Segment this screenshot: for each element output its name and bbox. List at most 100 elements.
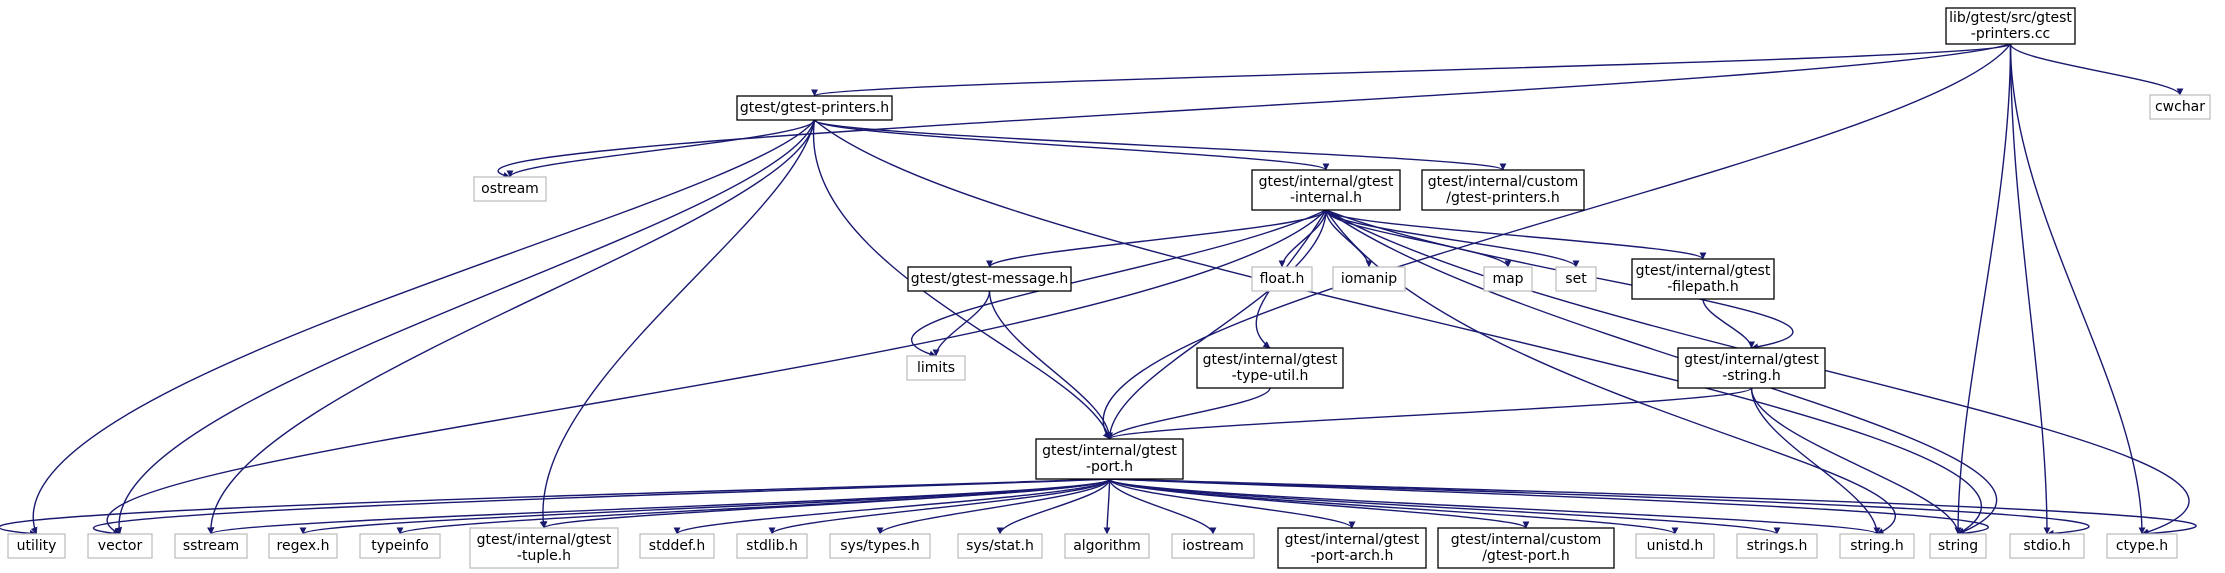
edge-internal_h-to-filepath_h [1325,209,1707,260]
node-label: stddef.h [649,538,705,554]
node-box [1437,527,1615,569]
node-root[interactable]: lib/gtest/src/gtest-printers.cc [1945,7,2076,45]
edge-root-to-port_h [1102,43,2012,440]
edge-root-to-ostream [497,43,2011,179]
node-box [639,533,715,559]
node-internal_h[interactable]: gtest/internal/gtest-internal.h [1251,169,1401,211]
node-label: set [1565,271,1587,287]
edge-printers_h-to-ostream [506,119,816,178]
node-box [1171,533,1255,559]
node-label: unistd.h [1647,538,1704,554]
node-stdlib_h: stdlib.h [736,533,808,559]
node-label: gtest/internal/gtest [1285,532,1420,548]
edge-port_h-to-vector [93,478,1110,537]
node-map: map [1483,266,1533,292]
node-ostream: ostream [473,176,547,202]
edge-port_h-to-stdio_h [1109,478,2090,537]
node-type_util[interactable]: gtest/internal/gtest-type-util.h [1196,347,1344,389]
node-box [473,176,547,202]
node-label: -port-arch.h [1311,548,1394,564]
node-label: stdlib.h [746,538,798,554]
node-vector: vector [87,533,153,559]
node-label: float.h [1260,271,1305,287]
node-sys_types: sys/types.h [829,533,931,559]
node-stdio_h: stdio.h [2009,533,2085,559]
node-message_h[interactable]: gtest/gtest-message.h [907,266,1072,292]
node-box [1929,533,1987,559]
node-label: sys/types.h [840,538,919,554]
node-box [469,527,619,569]
node-box [1251,266,1313,292]
edge-root-to-string [1954,43,2012,535]
edge-printers_h-to-string [814,119,1982,535]
edge-internal_h-to-vector [106,209,1327,535]
node-label: -string.h [1722,368,1781,384]
node-printers_h[interactable]: gtest/gtest-printers.h [736,95,893,121]
edge-internal_h-to-map [1325,209,1512,268]
node-box [2149,94,2211,120]
edge-printers_h-to-port_h [812,119,1112,440]
node-cwchar: cwchar [2149,94,2211,120]
node-custom_printers[interactable]: gtest/internal/custom/gtest-printers.h [1421,169,1585,211]
node-label: regex.h [277,538,330,554]
node-label: ostream [481,181,539,197]
node-label: gtest/internal/gtest [1636,263,1771,279]
node-label: iomanip [1341,271,1397,287]
node-custom_port[interactable]: gtest/internal/custom/gtest-port.h [1437,527,1615,569]
node-box [957,533,1043,559]
edge-port_h-to-strings_h [1108,478,1781,535]
edge-port_h-to-stddef_h [673,478,1111,535]
edge-printers_h-to-internal_h [813,119,1330,171]
node-utility: utility [7,533,66,559]
edges [0,43,2197,538]
edge-port_h-to-tuple_h [540,478,1111,529]
node-string: string [1929,533,1987,559]
node-label: map [1492,271,1523,287]
node-label: ctype.h [2116,538,2168,554]
edge-port_h-to-algorithm [1103,478,1111,535]
node-box [1677,347,1826,389]
edge-type_util-to-port_h [1106,387,1271,440]
node-box [907,266,1072,292]
edge-port_h-to-string [1109,478,1989,537]
node-label: gtest/internal/gtest [1042,443,1177,459]
node-label: -filepath.h [1667,279,1739,295]
node-label: gtest/internal/gtest [1203,352,1338,368]
node-float_h: float.h [1251,266,1313,292]
node-label: gtest/gtest-printers.h [740,100,889,116]
edge-root-to-cwchar [2009,43,2184,96]
node-box [1196,347,1344,389]
node-port_h[interactable]: gtest/internal/gtest-port.h [1035,438,1184,480]
node-box [1064,533,1150,559]
node-label: stdio.h [2023,538,2070,554]
edge-port_h-to-unistd_h [1108,478,1679,535]
node-box [1483,266,1533,292]
node-string_h_int[interactable]: gtest/internal/gtest-string.h [1677,347,1826,389]
node-label: -printers.cc [1971,26,2050,42]
node-iomanip: iomanip [1332,266,1406,292]
node-label: vector [98,538,143,554]
node-port_arch[interactable]: gtest/internal/gtest-port-arch.h [1277,527,1427,569]
node-box [1277,527,1427,569]
edge-string_h_int-to-port_h [1106,387,1753,440]
node-label: gtest/gtest-message.h [911,271,1069,287]
node-box [829,533,931,559]
node-filepath_h[interactable]: gtest/internal/gtest-filepath.h [1631,258,1775,300]
edge-root-to-ctype_h [2009,43,2146,535]
node-label: sstream [183,538,239,554]
node-strings_h: strings.h [1736,533,1818,559]
node-label: -internal.h [1290,190,1362,206]
edge-string_h_int-to-string [1750,387,1962,535]
node-box [736,533,808,559]
node-label: cwchar [2155,99,2205,115]
node-sstream: sstream [174,533,248,559]
node-box [736,95,893,121]
node-label: gtest/internal/gtest [477,532,612,548]
node-regex_h: regex.h [268,533,338,559]
node-box [174,533,248,559]
node-label: string.h [1850,538,1904,554]
edge-internal_h-to-set [1325,209,1580,268]
node-label: typeinfo [371,538,429,554]
node-algorithm: algorithm [1064,533,1150,559]
